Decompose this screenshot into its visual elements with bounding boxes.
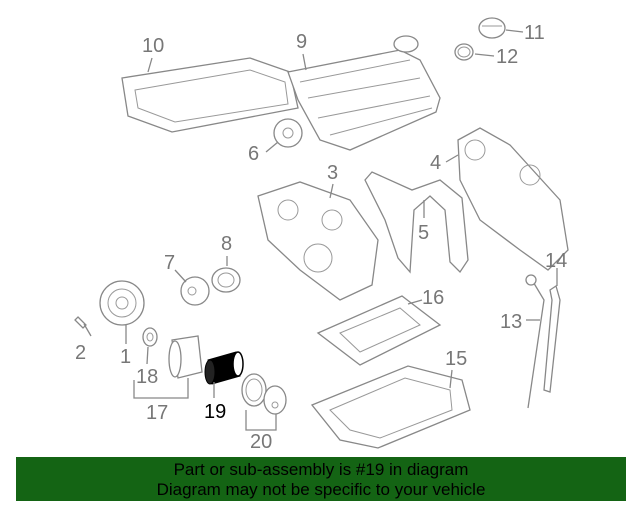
- part-19-highlighted[interactable]: [204, 351, 244, 385]
- part-1-crankshaft-pulley[interactable]: [99, 280, 145, 326]
- part-20-seal-set[interactable]: [241, 373, 287, 415]
- callout-10[interactable]: 10: [142, 35, 164, 57]
- callout-6[interactable]: 6: [248, 143, 259, 165]
- part-11-oil-filler-cap[interactable]: [478, 17, 506, 39]
- callout-1[interactable]: 1: [120, 346, 131, 368]
- part-8-seal-ring[interactable]: [211, 267, 241, 293]
- callout-4[interactable]: 4: [430, 152, 441, 174]
- callout-11[interactable]: 11: [524, 22, 545, 44]
- part-12-seal[interactable]: [454, 43, 474, 61]
- part-7-oil-pump-gear[interactable]: [180, 276, 210, 306]
- part-9-cylinder-head-cover[interactable]: [287, 35, 441, 151]
- callout-13[interactable]: 13: [500, 311, 522, 333]
- callout-16[interactable]: 16: [422, 287, 444, 309]
- part-14-dipstick-tube[interactable]: [543, 284, 561, 393]
- leader-lines: [125, 29, 558, 431]
- callout-20[interactable]: 20: [250, 431, 272, 453]
- callout-9[interactable]: 9: [296, 31, 307, 53]
- part-13-dipstick[interactable]: [525, 274, 545, 409]
- part-2-bolt[interactable]: [74, 316, 92, 337]
- banner-line-part: Part or sub-assembly is #19 in diagram: [173, 460, 469, 479]
- callout-19[interactable]: 19: [204, 401, 226, 423]
- part-10-valve-cover-gasket[interactable]: [121, 57, 299, 133]
- callout-2[interactable]: 2: [75, 342, 86, 364]
- callout-12[interactable]: 12: [496, 46, 518, 68]
- part-4-engine-front-cover[interactable]: [457, 127, 569, 271]
- part-5-gasket[interactable]: [364, 171, 469, 274]
- callout-3[interactable]: 3: [327, 162, 338, 184]
- part-3-timing-cover[interactable]: [257, 181, 379, 301]
- callout-18[interactable]: 18: [136, 366, 158, 388]
- callout-17[interactable]: 17: [146, 402, 168, 424]
- callout-15[interactable]: 15: [445, 348, 467, 370]
- part-17-sleeve[interactable]: [168, 335, 203, 379]
- callout-labels: 10 9 11 12 6 3 4 5 7 8 14 13 16 2 1 18 1…: [75, 22, 567, 453]
- callout-5[interactable]: 5: [418, 222, 429, 244]
- callout-14[interactable]: 14: [545, 250, 567, 272]
- part-16-oil-pan-baffle[interactable]: [316, 295, 442, 366]
- part-notice-banner: Part or sub-assembly is #19 in diagram D…: [16, 457, 626, 501]
- part-6-sprocket[interactable]: [273, 118, 303, 148]
- part-18-washer[interactable]: [142, 327, 158, 347]
- banner-line-disclaimer: Diagram may not be specific to your vehi…: [156, 480, 486, 499]
- callout-8[interactable]: 8: [221, 233, 232, 255]
- part-15-oil-pan[interactable]: [310, 365, 471, 449]
- callout-7[interactable]: 7: [164, 252, 175, 274]
